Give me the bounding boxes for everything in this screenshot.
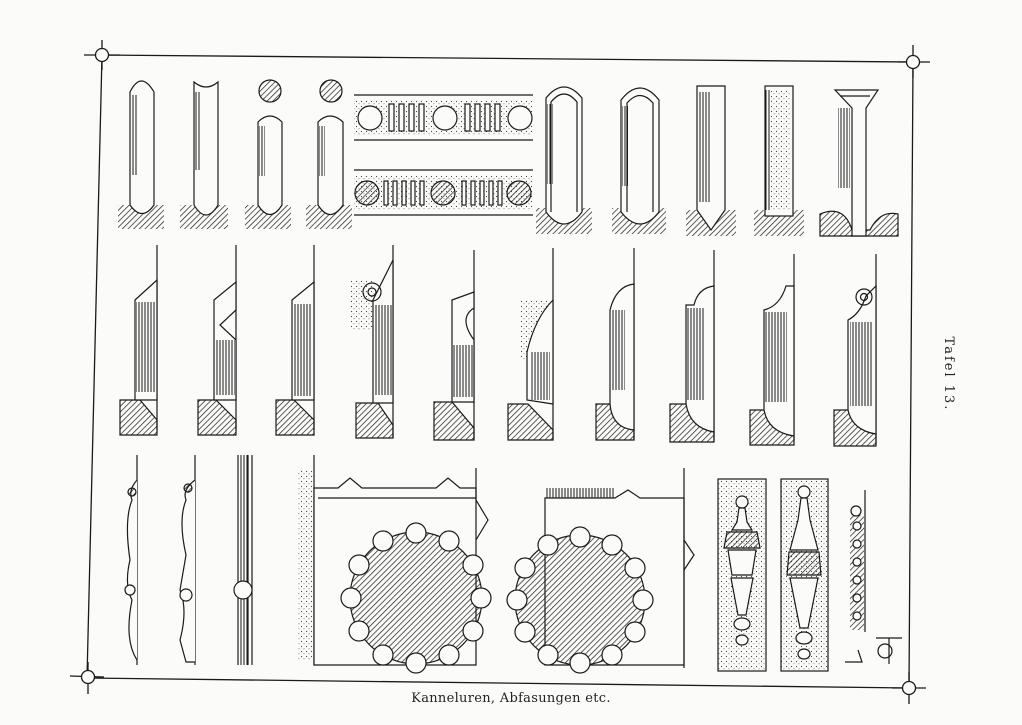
chamfer-profile-icon bbox=[197, 245, 237, 436]
cove-profile-icon bbox=[595, 248, 635, 441]
row-3-ornaments bbox=[124, 455, 902, 674]
chamfer-profile-icon bbox=[119, 245, 158, 436]
baluster-panel-icon bbox=[717, 478, 767, 672]
row-2-profiles bbox=[119, 245, 877, 447]
flute-molding-icon bbox=[306, 79, 352, 229]
bead-strip-icon bbox=[845, 490, 866, 663]
baluster-panel-icon bbox=[780, 478, 829, 672]
fluted-band-icon bbox=[354, 94, 533, 141]
cove-profile-icon bbox=[433, 250, 475, 441]
cove-profile-icon bbox=[749, 254, 795, 446]
flute-molding-icon bbox=[536, 86, 592, 234]
bead-molding-icon bbox=[179, 455, 196, 665]
row-1-flutes bbox=[118, 79, 899, 237]
rosette-disc-icon bbox=[298, 455, 492, 674]
plate-frame bbox=[69, 40, 930, 704]
monogram-mark bbox=[876, 637, 902, 664]
rosette-disc-icon bbox=[506, 468, 695, 674]
chamfer-profile-icon bbox=[754, 85, 804, 236]
bead-molding-icon bbox=[124, 455, 138, 665]
plate-caption: Kanneluren, Abfasungen etc. bbox=[411, 691, 611, 706]
cove-profile-icon bbox=[507, 248, 554, 441]
flute-molding-icon bbox=[612, 87, 666, 234]
fluted-band-icon bbox=[354, 169, 533, 216]
scroll-profile-icon bbox=[833, 254, 877, 447]
chamfer-profile-icon bbox=[686, 85, 736, 236]
cove-profile-icon bbox=[669, 250, 715, 443]
scroll-profile-icon bbox=[350, 245, 394, 439]
bead-molding-icon bbox=[233, 455, 253, 665]
flute-molding-icon bbox=[245, 79, 291, 229]
chamfer-profile-icon bbox=[819, 89, 899, 237]
plate-number-label: Tafel 13. bbox=[941, 336, 956, 412]
flute-molding-icon bbox=[180, 80, 228, 229]
flute-molding-icon bbox=[118, 80, 164, 229]
chamfer-profile-icon bbox=[275, 245, 315, 436]
